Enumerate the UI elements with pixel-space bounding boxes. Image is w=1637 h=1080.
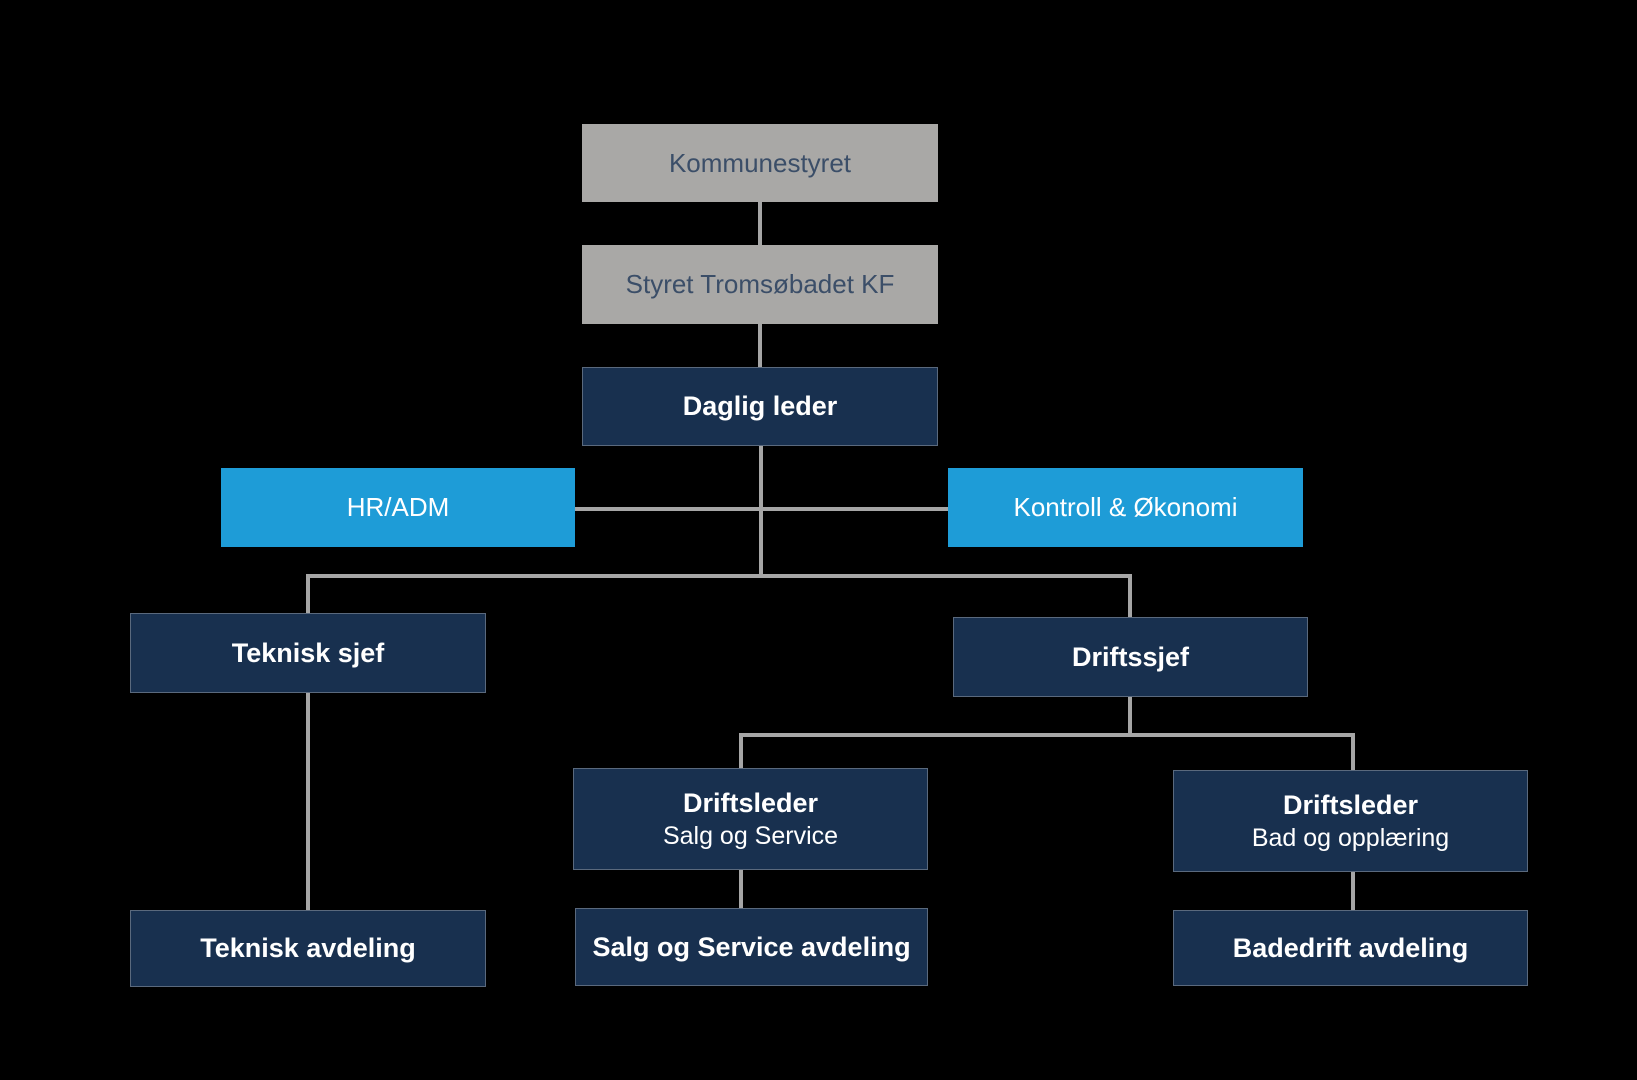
node-label: Daglig leder [682,391,838,421]
org-node-kontroll-okonomi: Kontroll & Økonomi [948,468,1303,547]
node-label: HR/ADM [346,492,450,522]
connector-drop-driftsleder-salg [739,733,743,769]
org-node-styret-tromsobadet: Styret Tromsøbadet KF [582,245,938,324]
node-sublabel: Salg og Service [662,821,839,850]
org-node-hr-adm: HR/ADM [221,468,575,547]
connector-branch-driftsledere [739,733,1355,737]
org-node-driftsleder-salg-service: Driftsleder Salg og Service [573,768,928,870]
org-node-badedrift-avdeling: Badedrift avdeling [1173,910,1528,986]
org-node-driftsleder-bad-opplaering: Driftsleder Bad og opplæring [1173,770,1528,872]
connector-bad-avdeling [1351,872,1355,911]
node-label: Driftssjef [1071,641,1190,672]
connector-styret-dagligleder [758,324,762,368]
connector-hradm-kontroll [575,507,948,511]
org-node-teknisk-sjef: Teknisk sjef [130,613,486,693]
node-label: Teknisk sjef [231,637,385,668]
node-label: Driftsleder [682,787,819,818]
connector-drop-driftsleder-bad [1351,733,1355,771]
node-label: Kommunestyret [668,147,852,178]
connector-kommunestyret-styret [758,202,762,246]
node-label: Kontroll & Økonomi [1013,492,1238,522]
node-label: Driftsleder [1282,789,1419,820]
node-sublabel: Bad og opplæring [1251,823,1450,852]
node-label: Teknisk avdeling [200,933,416,963]
connector-dagligleder-down [759,446,763,578]
org-node-kommunestyret: Kommunestyret [582,124,938,202]
node-label: Styret Tromsøbadet KF [625,269,895,299]
org-node-teknisk-avdeling: Teknisk avdeling [130,910,486,987]
connector-teknisksjef-avdeling [306,693,310,911]
org-node-salg-service-avdeling: Salg og Service avdeling [575,908,928,986]
connector-drop-teknisksjef [306,574,310,614]
node-label: Badedrift avdeling [1232,932,1469,963]
connector-driftssjef-down [1128,697,1132,737]
node-label: Salg og Service avdeling [592,931,911,962]
connector-branch-level2 [306,574,1132,578]
org-node-driftssjef: Driftssjef [953,617,1308,697]
connector-salg-avdeling [739,870,743,909]
connector-drop-driftssjef [1128,574,1132,618]
org-node-daglig-leder: Daglig leder [582,367,938,446]
